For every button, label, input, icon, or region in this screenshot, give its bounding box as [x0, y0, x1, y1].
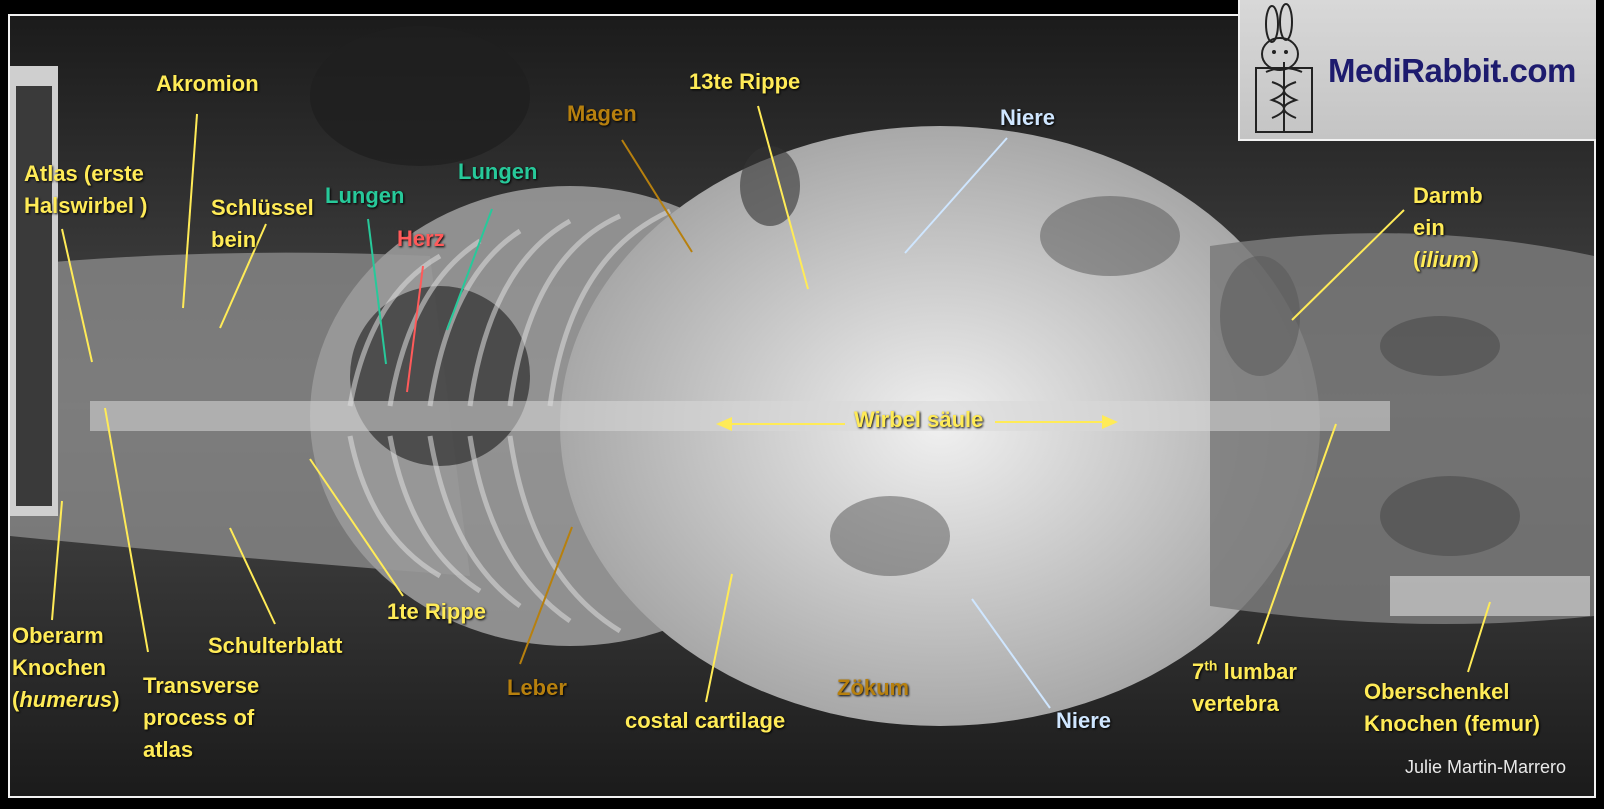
- label-herz: Herz: [397, 226, 445, 251]
- oberarm-humerus: humerus: [19, 687, 113, 712]
- label-oberarm-line1: Oberarm: [12, 623, 104, 648]
- label-13te-rippe: 13te Rippe: [689, 69, 801, 94]
- label-schulterblatt: Schulterblatt: [208, 633, 343, 658]
- label-femur-line2: Knochen (femur): [1364, 711, 1540, 736]
- darmbein-paren-close: ): [1471, 247, 1479, 272]
- darmbein-ilium: ilium: [1420, 247, 1472, 272]
- label-niere-top: Niere: [1000, 105, 1056, 130]
- label-akromion: Akromion: [156, 71, 259, 96]
- rabbit-xray-image: Akromion Atlas (erste Halswirbel ) Schlü…: [8, 14, 1596, 798]
- label-lumbar-line1: 7th lumbar: [1192, 656, 1297, 688]
- label-schluesselbein: Schlüssel bein: [211, 192, 314, 256]
- label-lumbar-line2: vertebra: [1192, 691, 1279, 716]
- label-atlas: Atlas (erste Halswirbel ): [24, 158, 147, 222]
- label-transverse-line3: atlas: [143, 737, 194, 762]
- rabbit-caduceus-icon: [1255, 3, 1313, 133]
- label-transverse-process: Transverse process of atlas: [143, 670, 259, 766]
- organ-pointer-lines: [519, 139, 693, 665]
- yellow-pointer-lines: [51, 105, 1491, 703]
- label-oberarm-line3: (humerus): [12, 684, 120, 716]
- label-oberarm: Oberarm Knochen (humerus): [12, 620, 120, 716]
- spine-arrowheads: [716, 415, 1118, 431]
- label-darmbein-line2: ein: [1413, 215, 1445, 240]
- label-lungen-right: Lungen: [458, 159, 538, 184]
- label-schluesselbein-line2: bein: [211, 227, 257, 252]
- lumbar-word: lumbar: [1217, 659, 1297, 684]
- label-transverse-line1: Transverse: [143, 673, 260, 698]
- label-7th-lumbar: 7th lumbar vertebra: [1192, 656, 1297, 720]
- oberarm-paren-open: (: [12, 687, 20, 712]
- label-wirbelsaeule: Wirbel säule: [854, 407, 984, 432]
- lumbar-number: 7: [1192, 659, 1205, 684]
- label-femur: Oberschenkel Knochen (femur): [1364, 676, 1540, 740]
- label-zoekum: Zökum: [837, 675, 910, 700]
- darmbein-paren-open: (: [1413, 247, 1421, 272]
- label-transverse-line2: process of: [143, 705, 255, 730]
- label-darmbein: Darmb ein (ilium): [1413, 180, 1483, 276]
- label-niere-bottom: Niere: [1056, 708, 1112, 733]
- label-costal-cartilage: costal cartilage: [625, 708, 786, 733]
- label-darmbein-line1: Darmb: [1413, 183, 1483, 208]
- label-femur-line1: Oberschenkel: [1364, 679, 1510, 704]
- photo-credit: Julie Martin-Marrero: [1404, 757, 1566, 777]
- label-atlas-line2: Halswirbel ): [24, 193, 148, 218]
- xray-drawing: [10, 16, 1594, 796]
- label-leber: Leber: [507, 675, 567, 700]
- kidney-pointer-lines: [904, 137, 1051, 709]
- heart-pointer-line: [406, 265, 424, 393]
- lungs-pointer-lines: [367, 208, 493, 365]
- label-schluesselbein-line1: Schlüssel: [211, 195, 314, 220]
- label-lungen-left: Lungen: [325, 183, 405, 208]
- label-atlas-line1: Atlas (erste: [24, 161, 144, 186]
- oberarm-paren-close: ): [112, 687, 120, 712]
- lumbar-suffix: th: [1204, 657, 1218, 674]
- label-darmbein-line3: (ilium): [1413, 244, 1483, 276]
- label-magen: Magen: [567, 101, 637, 126]
- label-oberarm-line2: Knochen: [12, 655, 107, 680]
- label-1te-rippe: 1te Rippe: [387, 599, 487, 624]
- logo-text: MediRabbit.com: [1328, 52, 1576, 89]
- medirabbit-logo[interactable]: MediRabbit.com: [1238, 0, 1596, 141]
